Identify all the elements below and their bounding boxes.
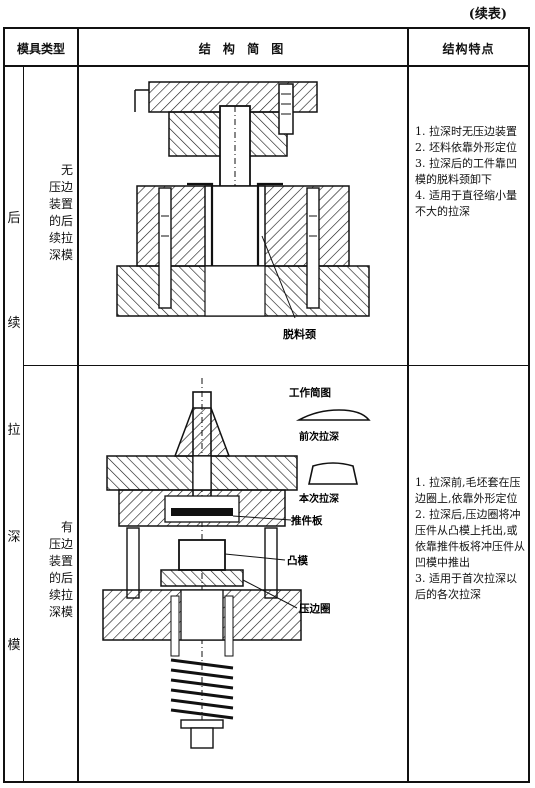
guide-post [126, 527, 140, 599]
die-name-with-blank-holder: 有 压边 装置 的后 续拉 深模 [31, 519, 73, 621]
die-name-no-blank-holder: 无 压边 装置 的后 续拉 深模 [31, 162, 73, 264]
name-line: 压边 [48, 537, 73, 551]
category-char: 深 [7, 530, 21, 545]
category-char: 续 [7, 316, 21, 331]
name-line: 续拉 [48, 588, 73, 602]
name-line: 深模 [48, 605, 73, 619]
name-line: 无 [60, 163, 73, 177]
spring [170, 658, 234, 720]
feature-item: 1. 拉深时无压边装置 [415, 125, 517, 138]
features-with-blank-holder: 1. 拉深前,毛坯套在压边圈上,依靠外形定位 2. 拉深后,压边圈将冲压件从凸模… [415, 475, 525, 603]
feature-item: 1. 拉深前,毛坯套在压边圈上,依靠外形定位 [415, 476, 521, 505]
guide-post [264, 527, 278, 599]
nut [190, 727, 214, 749]
category-char: 拉 [7, 423, 21, 438]
feature-item: 3. 适用于首次拉深以后的各次拉深 [415, 572, 517, 601]
header-die-type: 模具类型 [16, 41, 65, 56]
continued-label: (续表) [468, 7, 507, 22]
name-line: 续拉 [48, 231, 73, 245]
category-char: 模 [7, 638, 21, 653]
leader-line [242, 579, 298, 609]
blank-holder-ring [160, 569, 244, 587]
feature-item: 4. 适用于直径缩小量不大的拉深 [415, 189, 517, 218]
current-draw-shape [308, 462, 358, 485]
bolt [306, 187, 320, 309]
die-type-table: 模具类型 结 构 简 图 结构特点 后 续 拉 深 模 无 压边 装置 的后 续… [3, 27, 530, 783]
header-structure-diagram: 结 构 简 图 [198, 41, 288, 56]
callout-blank-holder: 压边圈 [299, 602, 331, 615]
screw [278, 83, 294, 135]
name-line: 的后 [48, 214, 73, 228]
name-line: 的后 [48, 571, 73, 585]
previous-draw-shape [295, 409, 371, 421]
feature-item: 2. 拉深后,压边圈将冲压件从凸模上托出,或依靠推件板将冲压件从凹模中推出 [415, 508, 525, 569]
type-column-divider [77, 29, 79, 781]
leader-line [224, 553, 286, 561]
name-line: 有 [60, 520, 73, 534]
feature-item: 3. 拉深后的工件靠凹模的脱料颈卸下 [415, 157, 517, 186]
callout-knockout-plate: 推件板 [291, 514, 323, 527]
category-char: 后 [7, 211, 21, 226]
features-no-blank-holder: 1. 拉深时无压边装置 2. 坯料依靠外形定位 3. 拉深后的工件靠凹模的脱料颈… [415, 124, 525, 220]
callout-punch: 凸模 [287, 554, 308, 567]
name-line: 压边 [48, 180, 73, 194]
callout-current-draw: 本次拉深 [299, 492, 339, 505]
diagram-column-divider [407, 29, 409, 781]
diagram-with-blank-holder: 工作简图 前次拉深 本次拉深 推件板 凸模 压边圈 [102, 378, 371, 749]
callout-stripping-neck: 脱料颈 [283, 327, 316, 341]
callout-work-diagram: 工作简图 [289, 386, 331, 399]
feature-item: 2. 坯料依靠外形定位 [415, 141, 517, 154]
header-divider [5, 65, 528, 67]
bolt [158, 187, 172, 309]
name-line: 装置 [48, 197, 73, 211]
header-structure-features: 结构特点 [442, 41, 495, 56]
category-divider [23, 67, 24, 781]
knockout-plate [171, 508, 233, 516]
diagram-no-blank-holder: 脱料颈 [116, 81, 370, 341]
name-line: 深模 [48, 248, 73, 262]
punch [178, 539, 226, 571]
leader-line [232, 515, 292, 521]
name-line: 装置 [48, 554, 73, 568]
leader-line [261, 235, 296, 319]
callout-previous-draw: 前次拉深 [299, 430, 339, 443]
row-divider [23, 365, 528, 366]
die-shank [173, 407, 231, 457]
